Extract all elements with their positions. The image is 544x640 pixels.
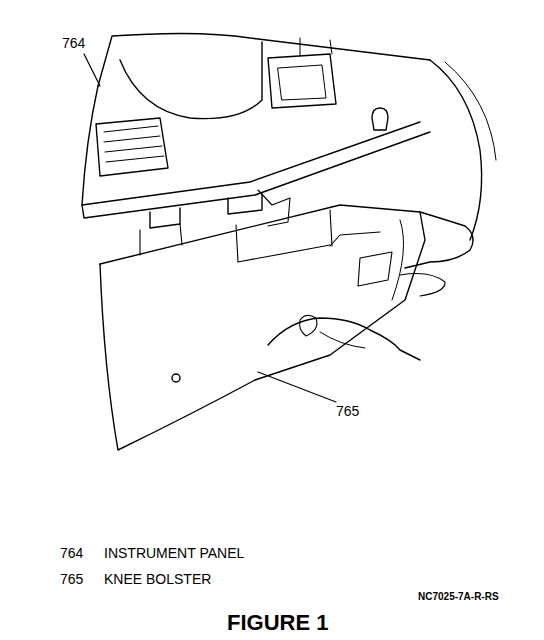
bracket-legs — [140, 224, 182, 255]
fastener-hole — [172, 374, 180, 382]
display-bezel — [268, 54, 336, 108]
drawing-code: NC7025-7A-R-RS — [418, 592, 499, 602]
bolster-flange — [330, 232, 380, 246]
part-name: INSTRUMENT PANEL — [104, 546, 244, 560]
steering-wheel-rim — [445, 62, 496, 160]
bracket — [150, 208, 180, 228]
panel-outline — [82, 86, 420, 205]
right-hand — [405, 212, 473, 268]
vent-louvers — [104, 126, 164, 162]
display-window — [278, 65, 326, 100]
bolster-tab — [358, 252, 392, 286]
panel-top-edge — [98, 33, 430, 86]
leader-line — [258, 372, 336, 402]
knee-bolster-face — [100, 264, 255, 450]
callout-number: 765 — [336, 404, 359, 418]
bezel-edges — [300, 38, 332, 56]
steering-wheel-edge — [430, 60, 482, 240]
left-thumb — [300, 315, 317, 336]
bracket — [228, 194, 262, 214]
key-number: 764 — [60, 546, 83, 560]
key-number: 765 — [60, 572, 83, 586]
leader-line — [84, 54, 100, 86]
panel-cluster-hood — [120, 42, 262, 119]
part-name: KNEE BOLSTER — [104, 572, 211, 586]
left-hand — [268, 318, 420, 360]
callout-number: 764 — [62, 36, 85, 50]
bolster-side — [392, 220, 404, 300]
air-vent — [96, 118, 168, 176]
bolster-inner-edge — [236, 210, 332, 262]
panel-lower-edge — [82, 132, 430, 218]
knee-bolster-top — [100, 205, 425, 380]
left-hand-fingers — [320, 332, 365, 348]
knob — [372, 108, 388, 130]
right-hand-fingers — [400, 274, 445, 296]
figure-caption: FIGURE 1 — [227, 612, 328, 634]
